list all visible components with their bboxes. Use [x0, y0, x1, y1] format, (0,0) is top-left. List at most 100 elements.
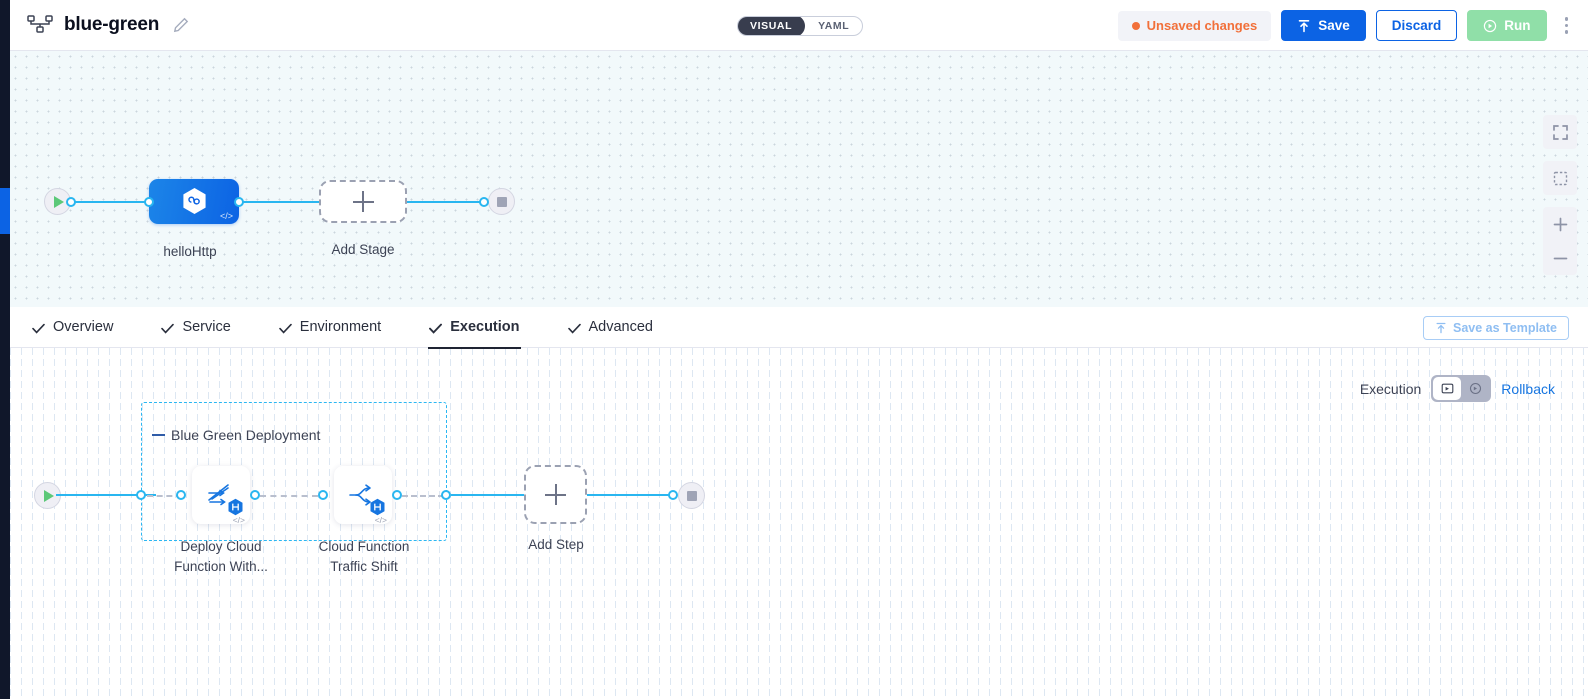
stage-node-label: helloHttp: [163, 244, 217, 259]
step1-label-line2: Function With...: [174, 559, 268, 574]
pencil-icon: [173, 17, 189, 33]
tab-environment-label: Environment: [299, 319, 382, 335]
upload-icon: [1435, 322, 1447, 334]
zoom-out-button[interactable]: [1543, 241, 1577, 275]
tab-advanced[interactable]: Advanced: [567, 307, 654, 348]
selection-box-button[interactable]: [1543, 161, 1577, 195]
edge-step1-to-step2: [260, 495, 318, 497]
left-nav-active-indicator: [0, 188, 10, 234]
add-stage-button[interactable]: [319, 180, 407, 223]
edge-step2-to-group-out: [402, 495, 444, 497]
selection-box-icon: [1552, 170, 1569, 187]
plus-icon: [352, 191, 374, 212]
pipeline-header: blue-green VISUAL YAML Unsaved changes: [10, 0, 1588, 51]
pipeline-end-node[interactable]: [488, 188, 515, 215]
add-step-button[interactable]: [524, 465, 587, 524]
tab-advanced-label: Advanced: [588, 319, 654, 335]
step1-output-port[interactable]: [250, 490, 260, 500]
tab-service[interactable]: Service: [161, 307, 231, 348]
save-as-template-button[interactable]: Save as Template: [1423, 316, 1569, 340]
play-triangle-icon: [44, 489, 54, 502]
step-node-deploy-cloud-function[interactable]: </>: [192, 466, 250, 525]
tab-execution-label: Execution: [450, 319, 520, 335]
rollback-label[interactable]: Rollback: [1501, 380, 1555, 397]
zoom-out-icon: [1552, 250, 1569, 267]
check-icon: [567, 322, 581, 334]
canvas-controls: [1543, 115, 1577, 275]
step-group-blue-green-deployment[interactable]: [141, 402, 447, 541]
check-icon: [161, 322, 175, 334]
harness-hex-badge: [227, 498, 244, 516]
step2-input-port[interactable]: [318, 490, 328, 500]
kebab-menu-icon[interactable]: [1557, 11, 1577, 40]
edge-start-to-group: [56, 494, 156, 496]
check-icon: [278, 322, 292, 334]
discard-button[interactable]: Discard: [1375, 10, 1458, 41]
tab-overview[interactable]: Overview: [32, 307, 113, 348]
execution-label: Execution: [1359, 380, 1422, 397]
start-node-port[interactable]: [66, 197, 76, 207]
step1-label-line1: Deploy Cloud: [180, 539, 262, 554]
run-button-label: Run: [1504, 18, 1531, 33]
add-step-label: Add Step: [528, 537, 584, 552]
stage-node-hellohttp[interactable]: </>: [149, 179, 239, 224]
group-output-port[interactable]: [441, 490, 451, 500]
tab-environment[interactable]: Environment: [278, 307, 382, 348]
edge-stage-to-add: [239, 201, 319, 203]
tab-service-label: Service: [182, 319, 231, 335]
zoom-in-icon: [1552, 216, 1569, 233]
hexagon-infinity-icon: [181, 187, 208, 217]
discard-button-label: Discard: [1391, 18, 1442, 33]
unsaved-dot-icon: [1131, 21, 1140, 30]
execution-end-node[interactable]: [678, 482, 705, 509]
group-input-port[interactable]: [136, 490, 146, 500]
end-node-port[interactable]: [479, 197, 489, 207]
edit-name-button[interactable]: [170, 14, 192, 36]
execution-flow-icon: [1441, 383, 1454, 394]
page-title: blue-green: [64, 14, 160, 35]
check-icon: [32, 322, 45, 334]
plus-icon: [545, 484, 566, 505]
play-circle-icon: [1483, 19, 1497, 33]
zoom-in-button[interactable]: [1543, 207, 1577, 241]
edge-start-to-stage: [71, 201, 149, 203]
step-group-title: Blue Green Deployment: [152, 427, 320, 443]
stage-code-marker: </>: [219, 211, 233, 221]
save-button-label: Save: [1318, 18, 1350, 33]
save-button[interactable]: Save: [1281, 10, 1366, 41]
play-triangle-icon: [54, 195, 64, 208]
stop-square-icon: [686, 490, 697, 501]
group-collapse-icon[interactable]: [152, 434, 165, 436]
fullscreen-button[interactable]: [1543, 115, 1577, 149]
step-code-marker: </>: [374, 515, 387, 525]
step2-output-port[interactable]: [392, 490, 402, 500]
save-as-template-label: Save as Template: [1453, 321, 1557, 335]
execution-mode-button[interactable]: [1433, 377, 1462, 400]
rollback-mode-button[interactable]: [1461, 377, 1489, 400]
unsaved-changes-badge: Unsaved changes: [1117, 10, 1272, 41]
tab-overview-label: Overview: [53, 319, 114, 335]
pipeline-nodes-icon: [27, 14, 53, 36]
stage-canvas[interactable]: </> helloHttp Add Stage: [10, 51, 1588, 307]
step2-label-line1: Cloud Function: [318, 539, 410, 554]
rollback-arrow-icon: [1469, 382, 1481, 395]
execution-canvas[interactable]: Execution Rollback: [10, 348, 1588, 699]
tab-execution[interactable]: Execution: [428, 307, 521, 349]
execution-mode-toggle[interactable]: [1431, 375, 1492, 402]
view-mode-visual[interactable]: VISUAL: [738, 17, 806, 35]
edge-group-to-step1: [147, 495, 182, 497]
execution-end-port[interactable]: [668, 490, 678, 500]
fullscreen-icon: [1552, 124, 1569, 141]
view-mode-yaml[interactable]: YAML: [818, 20, 850, 32]
stage-output-port[interactable]: [234, 197, 244, 207]
stage-config-tabs: Overview Service Environment Execution A…: [10, 307, 1588, 349]
run-button[interactable]: Run: [1467, 10, 1547, 41]
step1-input-port[interactable]: [176, 490, 186, 500]
left-nav-rail: [0, 0, 10, 699]
view-mode-toggle[interactable]: VISUAL YAML: [737, 16, 864, 36]
step-node-cloud-function-traffic-shift[interactable]: </>: [334, 466, 392, 525]
stop-square-icon: [496, 196, 507, 207]
add-stage-label: Add Stage: [331, 242, 395, 257]
stage-input-port[interactable]: [144, 197, 154, 207]
step-group-title-label: Blue Green Deployment: [171, 427, 321, 443]
